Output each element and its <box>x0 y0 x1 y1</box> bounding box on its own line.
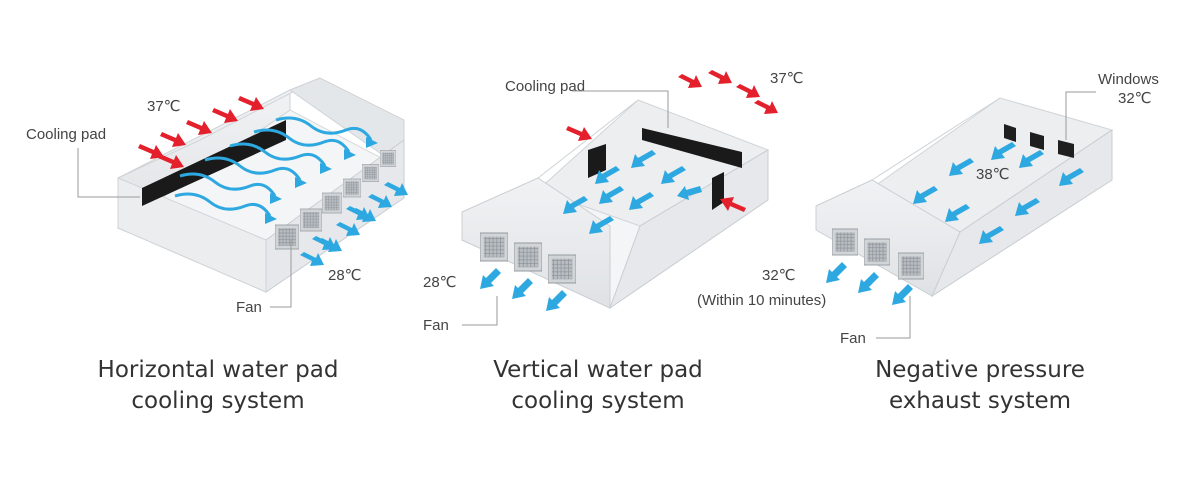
label-outside-temp: 37℃ <box>147 98 181 115</box>
leader-fan <box>876 296 911 339</box>
leader-cooling-pad <box>572 90 669 128</box>
label-cooling-pad: Cooling pad <box>26 126 106 143</box>
leader-fan <box>462 296 498 326</box>
panel-exhaust: Windows 32℃ 38℃ 32℃ (Within 10 minutes) … <box>697 71 1159 414</box>
label-exhaust-note: (Within 10 minutes) <box>697 292 826 309</box>
label-inside-temp: 28℃ <box>328 267 362 284</box>
label-windows: Windows <box>1098 71 1159 88</box>
caption-line-2: exhaust system <box>889 388 1071 414</box>
cool-air-wave-heads <box>265 137 378 224</box>
leader-windows <box>1065 91 1096 140</box>
label-fan: Fan <box>423 317 449 334</box>
caption-line-2: cooling system <box>131 388 304 414</box>
hot-air-arrows <box>566 70 778 212</box>
greenhouse-horizontal <box>116 77 405 293</box>
caption-line-2: cooling system <box>511 388 684 414</box>
panel-vertical: Cooling pad 37℃ 28℃ Fan Vertical water p… <box>423 70 804 414</box>
label-outside-temp: 37℃ <box>770 70 804 87</box>
cool-exhaust-arrows <box>300 182 408 266</box>
greenhouse-vertical <box>460 99 770 310</box>
label-inside-temp: 28℃ <box>423 274 457 291</box>
cool-air-arrows <box>826 142 1084 305</box>
label-cooling-pad: Cooling pad <box>505 78 585 95</box>
caption-line-1: Negative pressure <box>875 357 1085 383</box>
label-windows-temp: 32℃ <box>1118 90 1152 107</box>
panel-horizontal: Cooling pad 37℃ 28℃ Fan Horizontal water… <box>26 77 408 414</box>
greenhouse-exhaust <box>814 97 1114 298</box>
label-fan: Fan <box>840 330 866 347</box>
caption-line-1: Horizontal water pad <box>98 357 339 383</box>
leader-cooling-pad <box>77 148 140 198</box>
label-fan: Fan <box>236 299 262 316</box>
caption-line-1: Vertical water pad <box>493 357 703 383</box>
cooling-pad-back <box>642 128 742 168</box>
label-inside-temp: 38℃ <box>976 166 1010 183</box>
hot-air-arrows <box>138 96 264 169</box>
cooling-pad <box>142 120 286 206</box>
cool-air-arrows <box>480 150 702 311</box>
window-row <box>1004 124 1074 158</box>
cool-air-waves <box>174 116 373 217</box>
label-exhaust-temp: 32℃ <box>762 267 796 284</box>
cooling-pad-left <box>588 144 606 178</box>
leader-fan <box>270 240 292 308</box>
